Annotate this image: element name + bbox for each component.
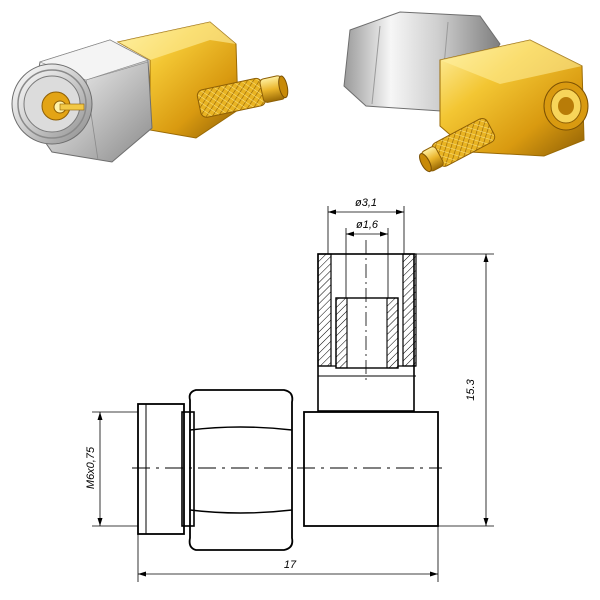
dim-label: ø1,6 <box>356 219 379 231</box>
dim-label: 17 <box>284 559 297 571</box>
collar <box>181 411 195 527</box>
right-angle-body <box>303 411 439 527</box>
dim-label: M6x0,75 <box>85 446 97 489</box>
cable-tube-section <box>317 240 417 412</box>
threaded-front <box>137 403 185 535</box>
dim-inner-diameter: ø1,6 <box>345 219 389 298</box>
dim-label: ø3,1 <box>355 197 377 209</box>
crimp-sleeve <box>196 75 289 118</box>
dim-label: 15.3 <box>465 378 477 400</box>
connector-photo-right <box>343 11 589 173</box>
dim-outer-diameter: ø3,1 <box>327 197 405 254</box>
crimp-sleeve <box>419 117 496 173</box>
dim-length: 17 <box>137 526 439 582</box>
technical-drawing: ø3,1 ø1,6 15.3 M6x0,75 <box>85 197 494 582</box>
dim-thread: M6x0,75 <box>85 411 138 527</box>
connector-photo-left <box>11 21 289 163</box>
hex-nut-drawing <box>188 389 294 551</box>
dim-height: 15.3 <box>416 253 494 527</box>
